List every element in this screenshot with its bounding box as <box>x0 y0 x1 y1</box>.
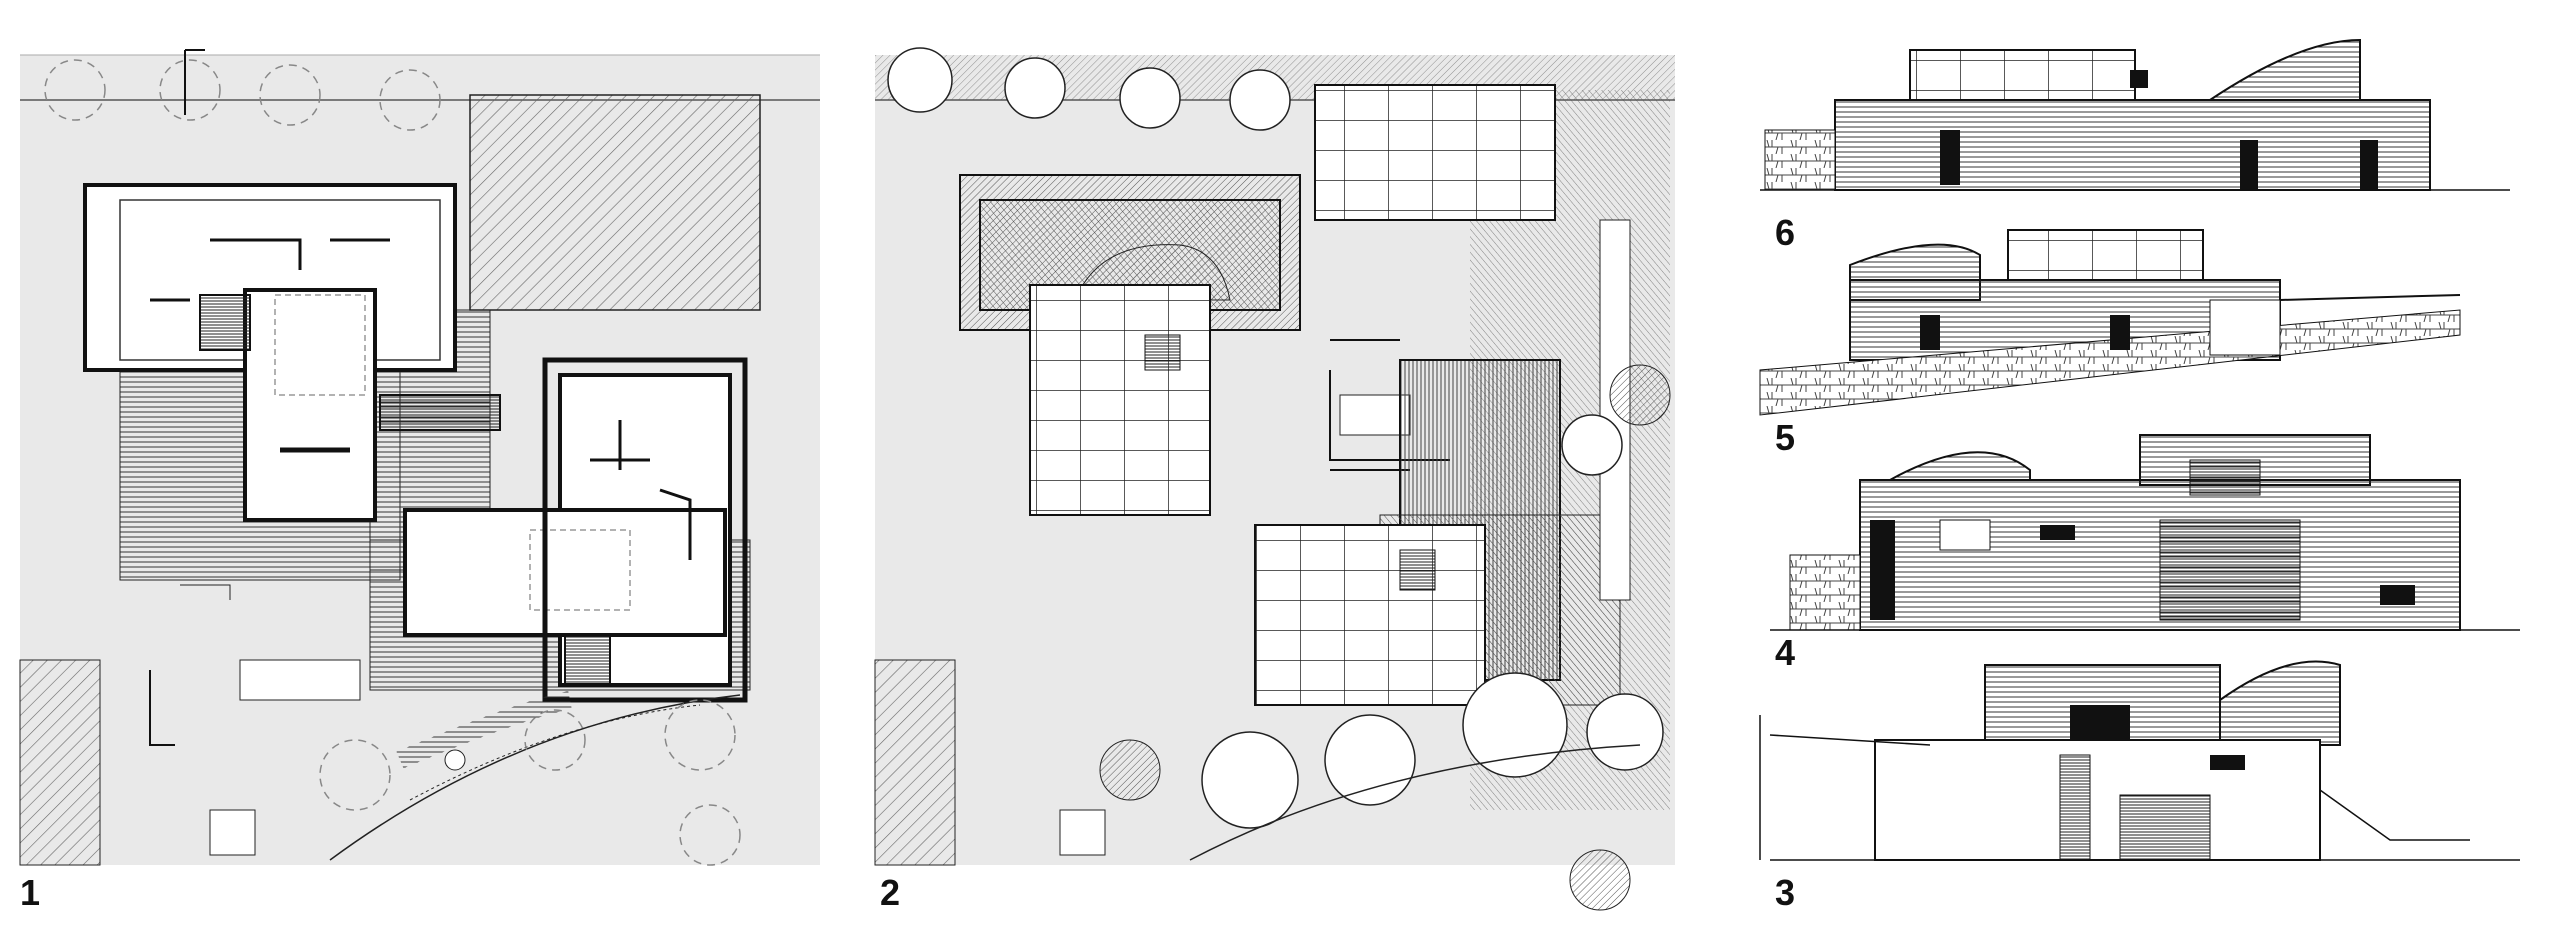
plan-2-drawing: 2 <box>874 47 1675 913</box>
panel-6-label: 6 <box>1775 212 1795 253</box>
elevation-3 <box>1759 660 2520 861</box>
panel-5-label: 5 <box>1775 417 1795 458</box>
panel-4-label: 4 <box>1775 632 1795 673</box>
panel-1-label: 1 <box>20 872 40 913</box>
elevation-5 <box>1759 229 2461 416</box>
panel-2-label: 2 <box>880 872 900 913</box>
elevation-6 <box>1760 38 2510 191</box>
panel-3-label: 3 <box>1775 872 1795 913</box>
elevations-drawing: 6 5 4 3 <box>1759 38 2520 913</box>
plan-1-drawing: 1 <box>19 49 820 913</box>
elevation-4 <box>1770 434 2520 631</box>
